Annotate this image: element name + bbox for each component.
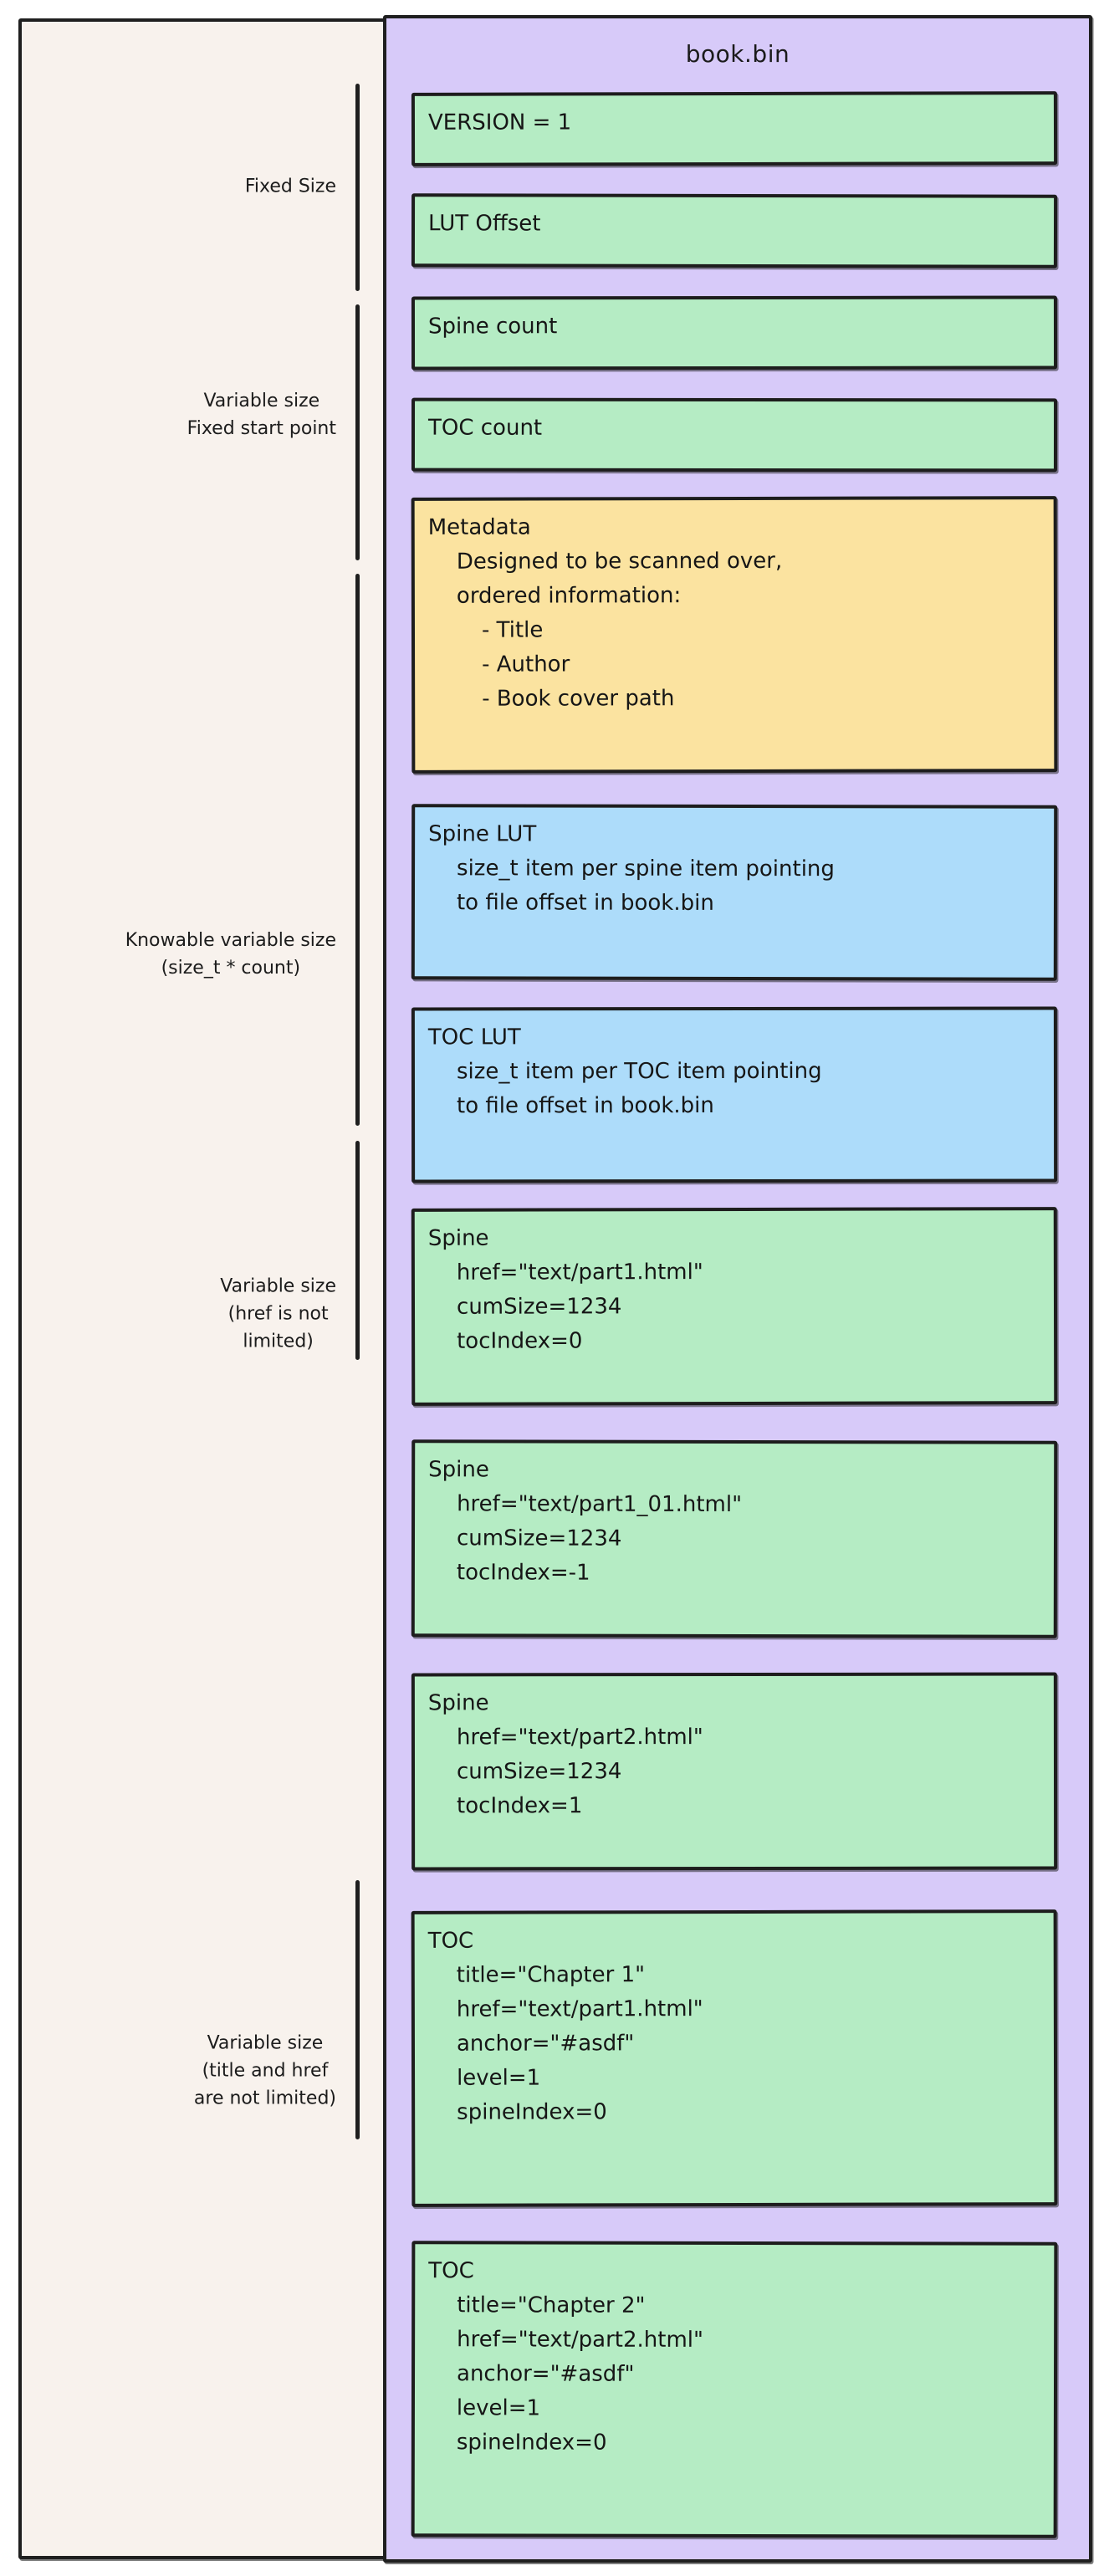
box-line: TOC LUT (427, 1025, 521, 1050)
box-line: tocIndex=-1 (456, 1560, 590, 1586)
box-line: - Author (482, 652, 570, 677)
box-lut-offset: LUT Offset (411, 193, 1058, 268)
box-spine-3: Spine href="text/part2.html" cumSize=1234 t… (411, 1672, 1058, 1871)
box-toc-count: TOC count (411, 397, 1058, 473)
box-version: VERSION = 1 (411, 91, 1058, 166)
bracket-variable-title-href (355, 1880, 360, 2139)
group-label-fixed-size: Fixed Size (244, 176, 336, 197)
box-line: to file offset in book.bin (456, 890, 714, 916)
box-line: Metadata (427, 514, 531, 540)
group-label-variable-title-href: Variable size (title and href are not li… (193, 2032, 336, 2109)
box-line: href="text/part1_01.html" (457, 1491, 743, 1518)
box-line: cumSize=1234 (456, 1526, 622, 1551)
group-label-variable-href: Variable size (href is not limited) (220, 1275, 336, 1352)
box-line: - Book cover path (482, 686, 675, 712)
box-line: href="text/part1.html" (456, 1260, 703, 1285)
bracket-variable-fixed-start (355, 304, 360, 560)
box-line: VERSION = 1 (427, 110, 572, 135)
box-spine-2: Spine href="text/part1_01.html" cumSize=12… (411, 1439, 1058, 1638)
bookbin-panel: book.bin VERSION = 1 LUT Offset Spine co… (383, 15, 1092, 2563)
box-line: Designed to be scanned over, (456, 548, 783, 575)
box-line: to file offset in book.bin (456, 1093, 714, 1119)
box-line: size_t item per spine item pointing (457, 856, 835, 882)
box-line: size_t item per TOC item pointing (456, 1058, 822, 1085)
box-line: title="Chapter 2" (457, 2292, 646, 2318)
box-line: anchor="#asdf" (457, 2361, 635, 2387)
bracket-fixed-size (355, 84, 360, 291)
box-line: TOC (427, 1928, 474, 1954)
box-line: title="Chapter 1" (456, 1962, 646, 1988)
box-line: cumSize=1234 (456, 1759, 622, 1785)
box-line: anchor="#asdf" (456, 2031, 635, 2057)
box-line: ordered information: (456, 583, 682, 609)
box-line: LUT Offset (427, 211, 541, 237)
group-label-knowable-variable: Knowable variable size (size_t * count) (125, 930, 336, 979)
box-line: Spine (428, 1457, 489, 1483)
box-line: TOC (428, 2258, 474, 2284)
box-line: cumSize=1234 (456, 1294, 622, 1320)
annotation-panel: Fixed Size Variable size Fixed start poi… (18, 18, 386, 2559)
box-line: href="text/part2.html" (457, 2327, 704, 2353)
box-line: href="text/part2.html" (456, 1725, 703, 1751)
box-line: Spine (427, 1690, 489, 1716)
box-line: TOC count (427, 415, 543, 441)
box-toc-2: TOC title="Chapter 2" href="text/part2.htm… (411, 2241, 1058, 2538)
page-title: book.bin (685, 40, 790, 68)
box-spine-lut: Spine LUT size_t item per spine item poin… (411, 804, 1058, 981)
box-line: Spine count (427, 314, 558, 340)
box-line: tocIndex=0 (457, 1328, 583, 1354)
box-line: spineIndex=0 (457, 2099, 607, 2125)
box-line: level=1 (456, 2395, 541, 2421)
bracket-knowable-variable (355, 574, 360, 1126)
box-toc-1: TOC title="Chapter 1" href="text/part1.htm… (411, 1909, 1058, 2207)
box-line: Spine LUT (428, 821, 537, 847)
bracket-variable-href (355, 1141, 360, 1360)
box-spine-count: Spine count (411, 295, 1058, 371)
box-toc-lut: TOC LUT size_t item per TOC item pointing… (411, 1006, 1058, 1183)
box-line: spineIndex=0 (456, 2430, 607, 2456)
box-line: href="text/part1.html" (456, 1996, 703, 2022)
box-line: Spine (427, 1225, 489, 1251)
box-line: tocIndex=1 (457, 1793, 583, 1819)
box-line: level=1 (457, 2065, 541, 2091)
group-label-variable-fixed-start: Variable size Fixed start point (187, 391, 336, 439)
box-line: - Title (481, 617, 544, 643)
box-spine-1: Spine href="text/part1.html" cumSize=1234 t… (411, 1207, 1058, 1406)
